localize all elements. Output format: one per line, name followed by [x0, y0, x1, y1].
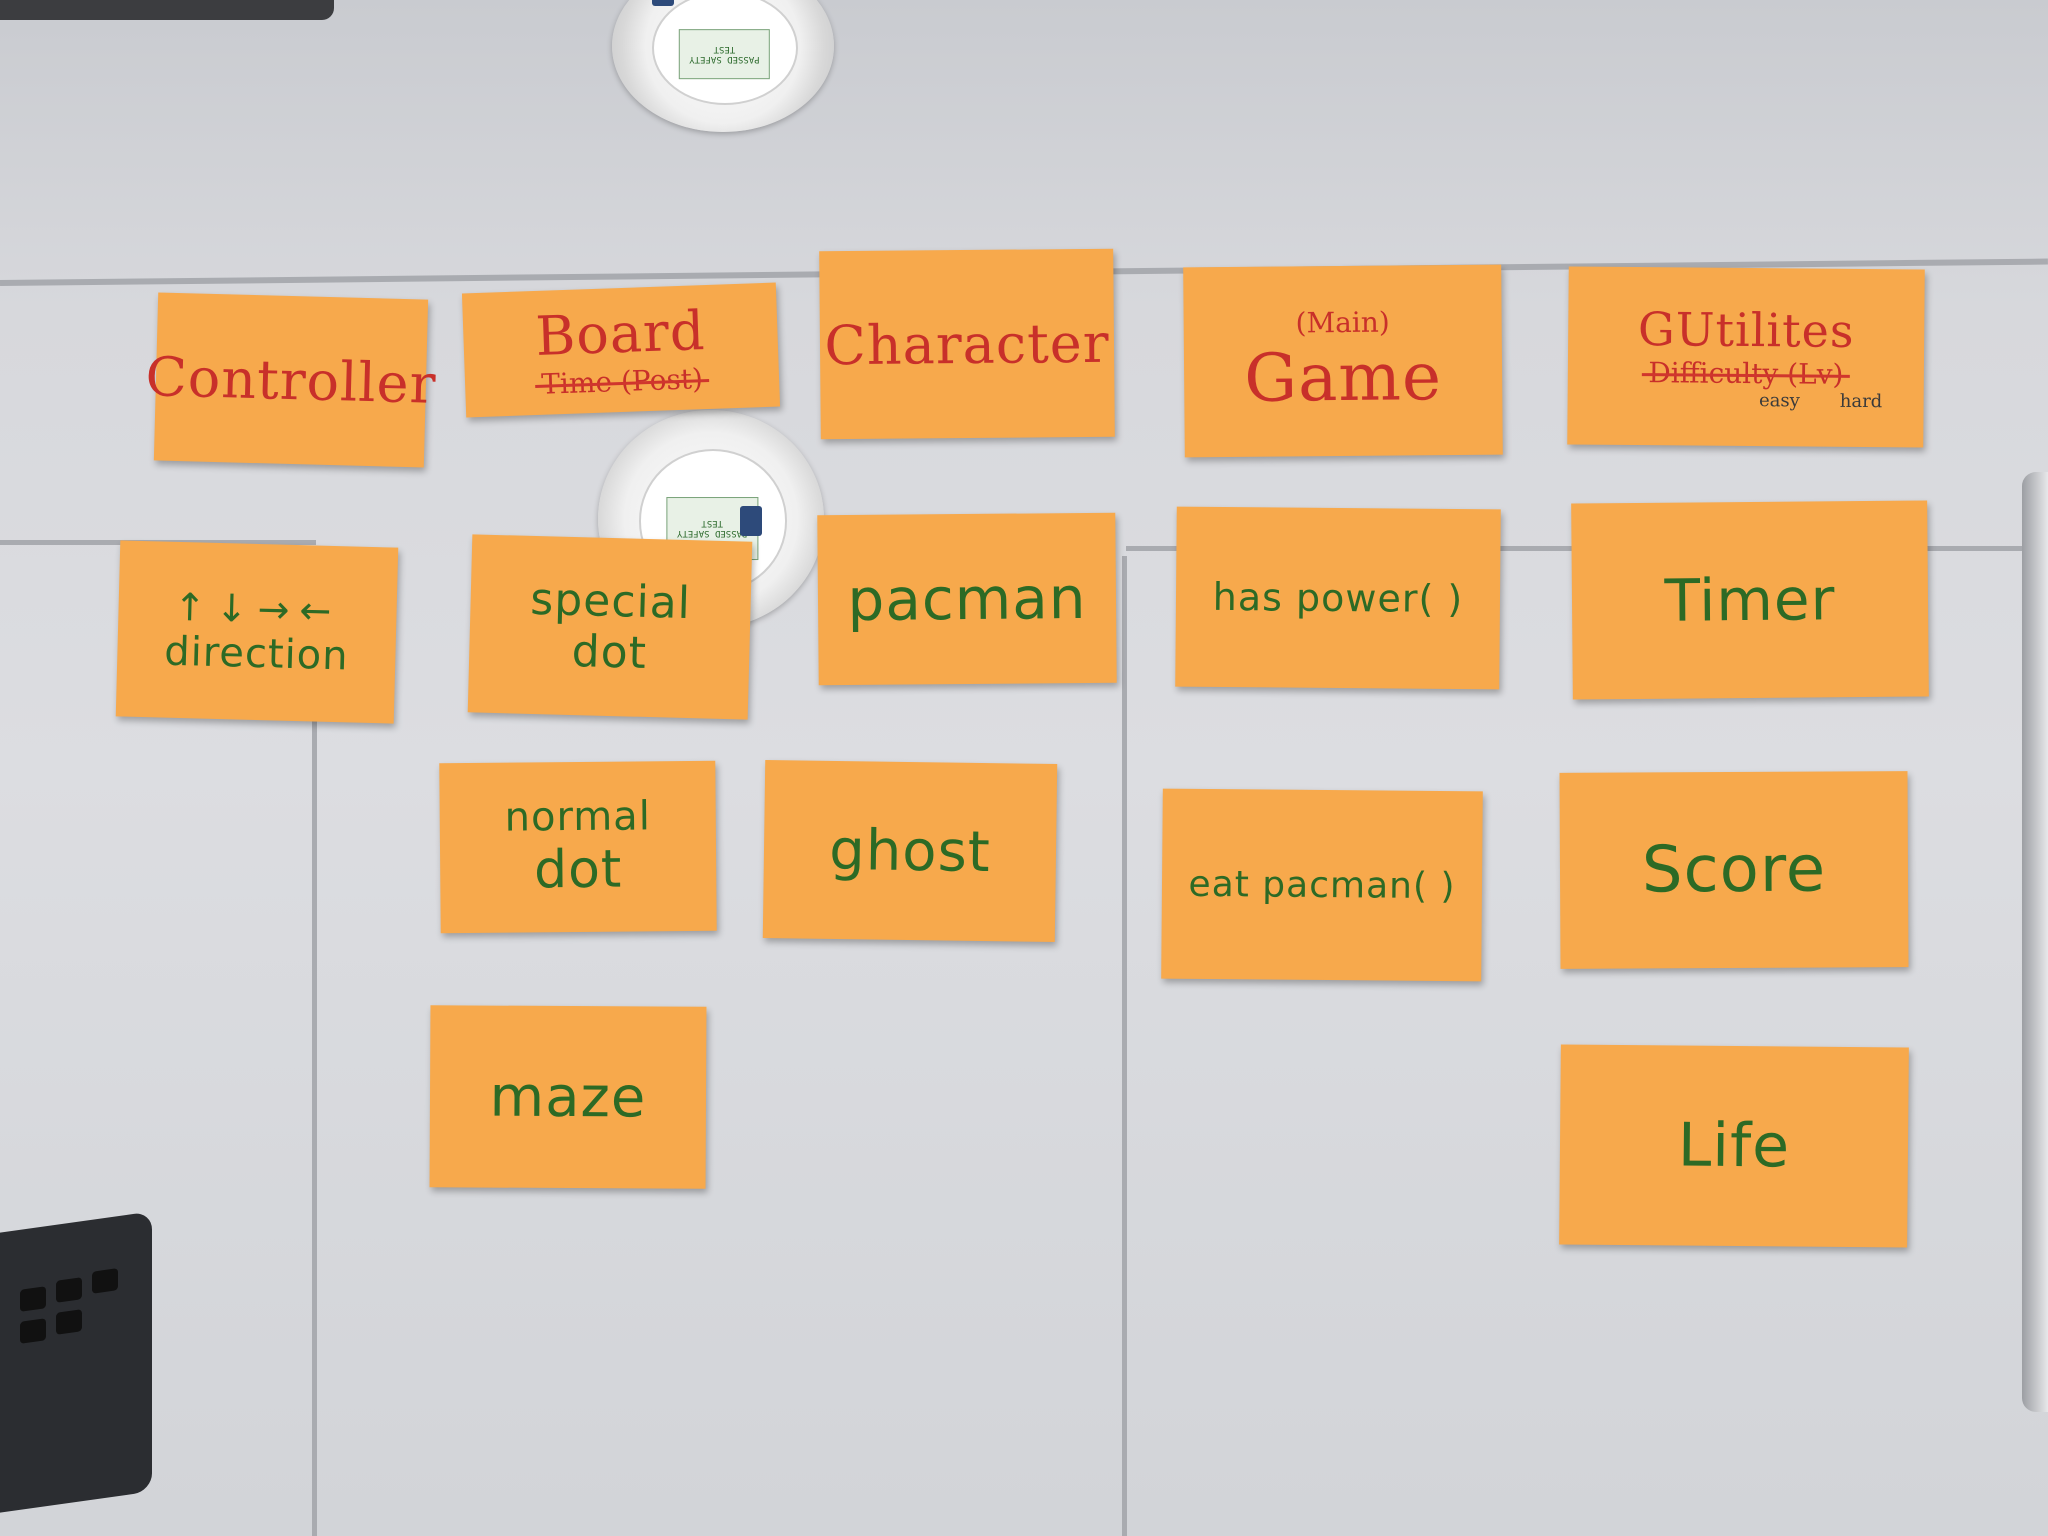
game-text: Game	[1243, 338, 1443, 417]
board-crossed-text: Time (Post)	[540, 362, 704, 401]
normal-dot-text: dot	[533, 839, 623, 901]
keyboard-key	[56, 1309, 82, 1335]
score-text: Score	[1641, 832, 1827, 908]
socket-top: PASSED SAFETY TEST	[612, 0, 834, 132]
note-special-dot: special dot	[467, 534, 753, 720]
note-direction: ↑↓→← direction	[115, 540, 399, 724]
note-maze: maze	[429, 1005, 707, 1189]
board-text: Board	[534, 299, 707, 368]
difficulty-levels: easy hard	[1759, 390, 1882, 412]
note-game: (Main) Game	[1183, 264, 1503, 458]
note-score: Score	[1559, 771, 1909, 969]
ghost-text: ghost	[828, 817, 992, 885]
utilities-text: GUtilites	[1637, 302, 1855, 358]
note-pacman: pacman	[817, 512, 1117, 686]
note-utilities: GUtilites Difficulty (Lv) easy hard	[1567, 266, 1925, 448]
timer-text: Timer	[1664, 565, 1836, 635]
socket-top-label: PASSED SAFETY TEST	[678, 28, 770, 79]
keyboard-key	[56, 1277, 82, 1303]
special-text: special	[529, 573, 692, 630]
monitor-edge	[2022, 472, 2048, 1412]
hard-text: hard	[1839, 390, 1883, 413]
direction-text: direction	[163, 628, 350, 680]
utilities-crossed-text: Difficulty (Lv)	[1648, 356, 1844, 391]
keyboard-key	[20, 1286, 46, 1312]
keyboard-key	[20, 1318, 46, 1344]
note-ghost: ghost	[762, 759, 1058, 943]
arrow-icons: ↑↓→←	[173, 584, 342, 634]
note-board: Board Time (Post)	[461, 282, 781, 418]
vertical-seam-left	[312, 560, 317, 1536]
special-dot-text: dot	[571, 626, 648, 679]
laptop-corner	[0, 1211, 152, 1513]
controller-text: Controller	[144, 344, 438, 416]
note-life: Life	[1559, 1044, 1909, 1248]
maze-text: maze	[489, 1064, 647, 1130]
life-text: Life	[1677, 1110, 1791, 1182]
note-timer: Timer	[1571, 500, 1929, 700]
keyboard-key	[92, 1268, 118, 1294]
eat-pacman-text: eat pacman( )	[1188, 863, 1456, 907]
note-eat-pacman: eat pacman( )	[1161, 788, 1483, 982]
note-normal-dot: normal dot	[439, 760, 717, 934]
usb-port-icon	[652, 0, 674, 6]
vertical-seam-mid	[1122, 556, 1127, 1536]
easy-text: easy	[1758, 390, 1800, 412]
normal-text: normal	[504, 793, 652, 841]
note-has-power: has power( )	[1175, 506, 1501, 690]
character-text: Character	[824, 311, 1110, 377]
note-character: Character	[819, 248, 1115, 440]
top-left-ledge	[0, 0, 334, 20]
has-power-text: has power( )	[1212, 574, 1464, 622]
note-controller: Controller	[145, 292, 437, 468]
usb-port-icon	[740, 506, 762, 536]
pacman-text: pacman	[847, 563, 1087, 635]
game-sub-text: (Main)	[1295, 305, 1390, 340]
